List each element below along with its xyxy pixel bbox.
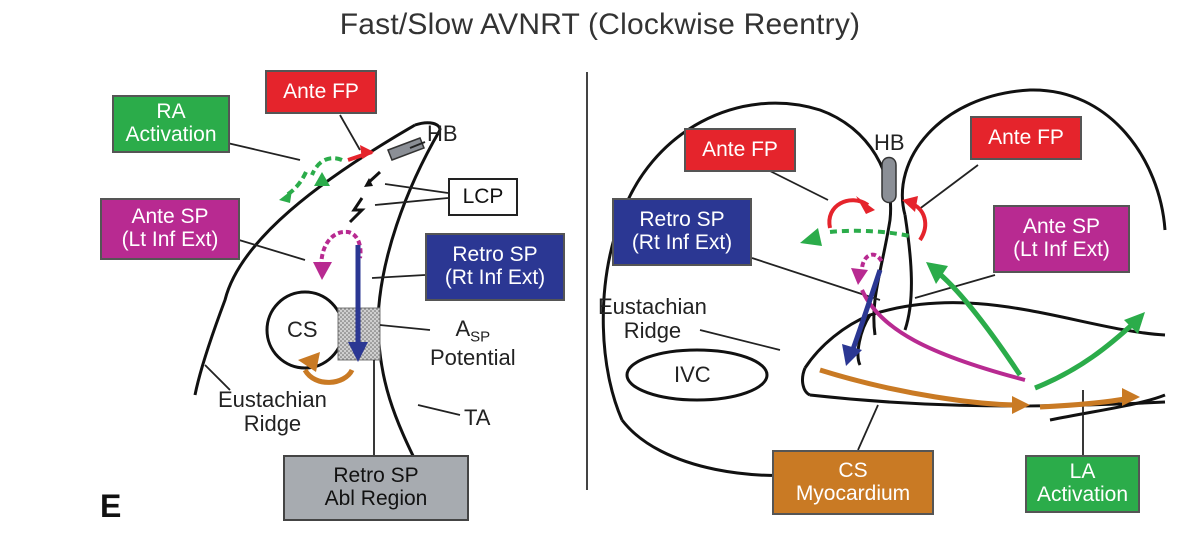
left-cs-arrow — [302, 368, 355, 385]
left-hb-label: HB — [427, 121, 458, 146]
asp-sub: SP — [470, 328, 491, 346]
panel-letter: E — [100, 488, 122, 524]
right-cs-arrow — [819, 367, 1021, 408]
right-ivc-label: IVC — [674, 362, 711, 387]
left-ante-sp-arrow — [319, 229, 363, 276]
right-retro-sp-label: Retro SP (Rt Inf Ext) — [612, 198, 752, 266]
left-retro-sp-abl-label: Retro SP Abl Region — [283, 455, 469, 521]
left-ra-activation-label: RA Activation — [112, 95, 230, 153]
right-eustachian-ridge-label: Eustachian Ridge — [598, 294, 707, 344]
right-ante-sp-label: Ante SP (Lt Inf Ext) — [993, 205, 1130, 273]
left-cs-label: CS — [287, 317, 318, 342]
right-retro-sp-arrow — [849, 269, 883, 353]
right-hb-shape — [881, 156, 897, 204]
right-cs-myocardium-label: CS Myocardium — [772, 450, 934, 515]
left-ta-label: TA — [464, 405, 491, 430]
left-lcp-label: LCP — [448, 178, 518, 216]
right-ante-fp-left-label: Ante FP — [684, 128, 796, 172]
right-la-activation-label: LA Activation — [1025, 455, 1140, 513]
left-retro-sp-label: Retro SP (Rt Inf Ext) — [425, 233, 565, 301]
left-ra-arrow — [310, 156, 343, 176]
left-eustachian-ridge-label: Eustachian Ridge — [218, 387, 327, 437]
right-la-arrow — [933, 268, 1023, 377]
left-ante-fp-label: Ante FP — [265, 70, 377, 114]
left-hb-shape — [387, 137, 425, 161]
left-ante-sp-label: Ante SP (Lt Inf Ext) — [100, 198, 240, 260]
asp-main: A — [455, 316, 471, 341]
left-asp-label: ASP Potential — [430, 316, 516, 370]
right-ante-fp-right-label: Ante FP — [970, 116, 1082, 160]
diagram-title: Fast/Slow AVNRT (Clockwise Reentry) — [339, 8, 861, 41]
right-ra-arrow — [829, 228, 911, 238]
right-hb-label: HB — [874, 130, 905, 155]
